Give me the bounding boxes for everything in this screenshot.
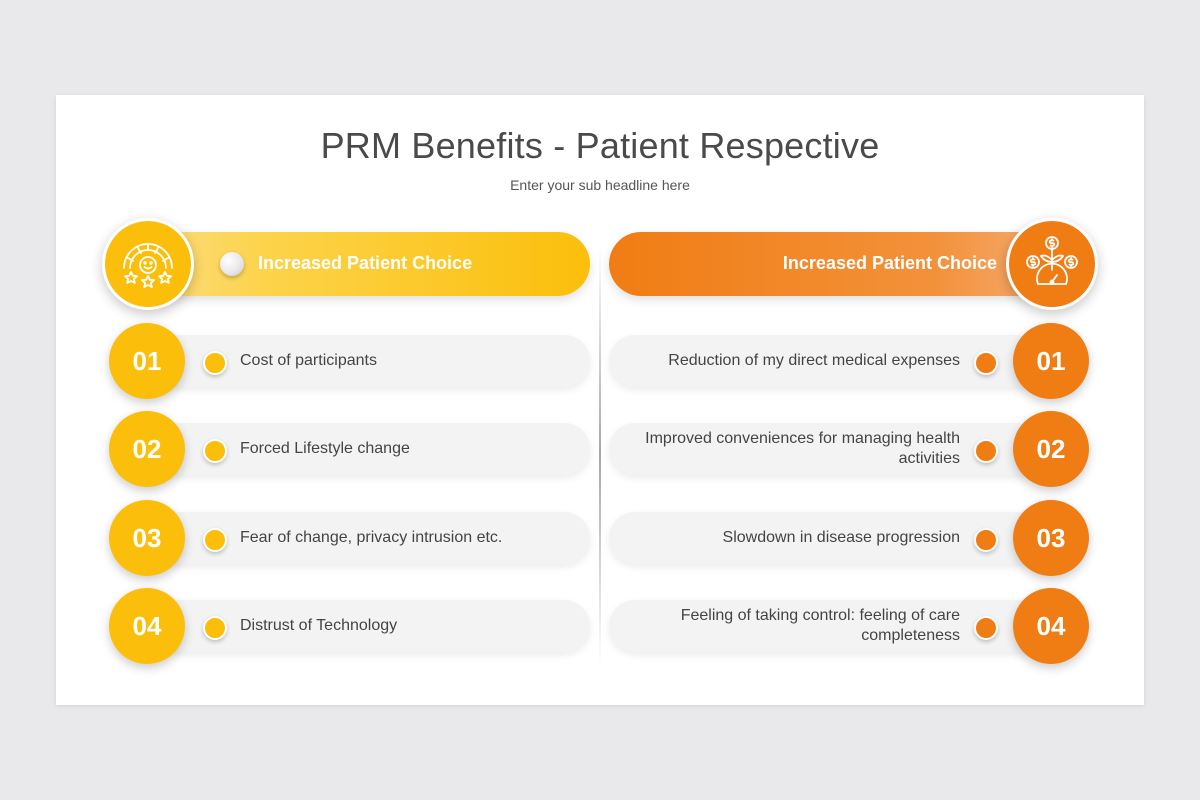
left-item-bullet: [203, 351, 227, 375]
center-divider: [599, 245, 601, 665]
right-header-label: Increased Patient Choice: [782, 253, 997, 273]
left-item-bullet: [203, 616, 227, 640]
right-item-bullet: [974, 616, 998, 640]
right-item-bullet: [974, 351, 998, 375]
money-growth-gauge-icon: [1006, 218, 1098, 310]
left-item-bullet: [203, 439, 227, 463]
right-item-number: 04: [1013, 588, 1089, 664]
slide-title: PRM Benefits - Patient Respective: [320, 125, 880, 166]
left-item-number: 02: [109, 411, 185, 487]
left-item-pill: [156, 423, 590, 475]
left-item-text: Cost of participants: [240, 352, 377, 369]
right-item-bullet: [974, 528, 998, 552]
left-item-number: 01: [109, 323, 185, 399]
right-item-pill: [609, 423, 1043, 475]
left-item-text: Distrust of Technology: [240, 617, 398, 634]
right-item-text: Improved conveniences for managing healt…: [645, 430, 960, 467]
left-item-number: 03: [109, 500, 185, 576]
right-item-text: Feeling of taking control: feeling of ca…: [680, 607, 960, 644]
right-header-bar: Increased Patient Choice: [609, 232, 1073, 296]
right-item-number: 03: [1013, 500, 1089, 576]
left-header-label: Increased Patient Choice: [258, 253, 473, 273]
right-item-pill: [609, 512, 1043, 564]
right-item-number: 02: [1013, 411, 1089, 487]
left-item-pill: [156, 335, 590, 387]
left-item-text: Fear of change, privacy intrusion etc.: [240, 529, 503, 546]
left-item-number: 04: [109, 588, 185, 664]
left-header-dot: [220, 252, 244, 276]
right-item-pill: [609, 600, 1043, 652]
right-item-number: 01: [1013, 323, 1089, 399]
right-item-bullet: [974, 439, 998, 463]
left-item-pill: [156, 600, 590, 652]
right-item-text: Slowdown in disease progression: [722, 529, 960, 546]
right-item-pill: [609, 335, 1043, 387]
slide-subtitle: Enter your sub headline here: [510, 177, 690, 193]
right-item-text: Reduction of my direct medical expenses: [668, 352, 960, 369]
left-header-bar: Increased Patient Choice: [126, 232, 590, 296]
satisfaction-meter-icon: [102, 218, 194, 310]
left-item-text: Forced Lifestyle change: [240, 440, 410, 457]
left-item-bullet: [203, 528, 227, 552]
slide: PRM Benefits - Patient Respective Enter …: [56, 95, 1144, 705]
left-item-pill: [156, 512, 590, 564]
